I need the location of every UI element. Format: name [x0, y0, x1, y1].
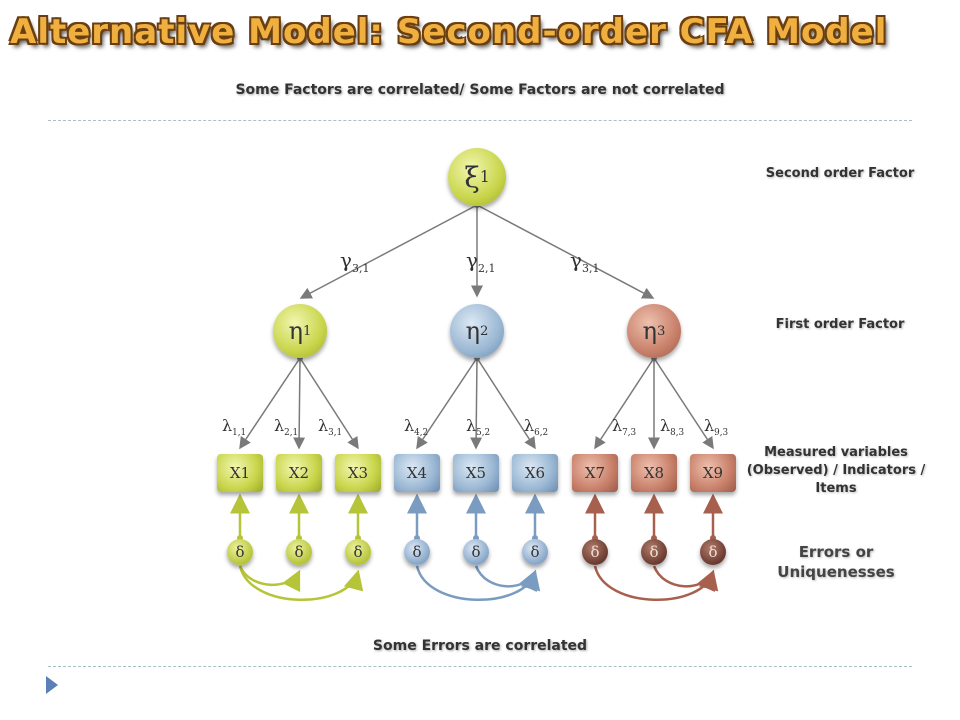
indicator-x3: X3 — [335, 454, 381, 492]
error-delta-4: δ — [404, 539, 430, 565]
bottom-divider — [48, 666, 912, 667]
gamma-label-3: γ3,1 — [570, 248, 600, 275]
error-delta-6: δ — [522, 539, 548, 565]
label-first-order-factor: First order Factor — [775, 317, 905, 332]
lambda-label-8: λ8,3 — [660, 416, 685, 439]
indicator-x8: X8 — [631, 454, 677, 492]
lambda-label-7: λ7,3 — [612, 416, 637, 439]
error-delta-7: δ — [582, 539, 608, 565]
top-divider — [48, 120, 912, 121]
label-measured-variables: Measured variables (Observed) / Indicato… — [746, 445, 926, 496]
indicator-x5: X5 — [453, 454, 499, 492]
lambda-label-4: λ4,2 — [404, 416, 429, 439]
footer-note: Some Errors are correlated — [372, 638, 588, 654]
error-delta-9: δ — [700, 539, 726, 565]
subtitle: Some Factors are correlated/ Some Factor… — [235, 82, 725, 98]
lambda-label-9: λ9,3 — [704, 416, 729, 439]
indicator-x6: X6 — [512, 454, 558, 492]
indicator-x1: X1 — [217, 454, 263, 492]
error-delta-3: δ — [345, 539, 371, 565]
error-delta-1: δ — [227, 539, 253, 565]
label-second-order-factor: Second order Factor — [765, 166, 915, 181]
indicator-x2: X2 — [276, 454, 322, 492]
error-delta-8: δ — [641, 539, 667, 565]
label-errors: Errors or Uniquenesses — [777, 543, 895, 581]
lambda-label-6: λ6,2 — [524, 416, 549, 439]
indicator-x7: X7 — [572, 454, 618, 492]
gamma-path-1 — [299, 204, 478, 299]
lambda-label-5: λ5,2 — [466, 416, 491, 439]
error-delta-2: δ — [286, 539, 312, 565]
gamma-path-3 — [476, 204, 655, 299]
indicator-x9: X9 — [690, 454, 736, 492]
page-title: Alternative Model: Second-order CFA Mode… — [10, 12, 888, 52]
lambda-label-2: λ2,1 — [274, 416, 299, 439]
gamma-label-2: γ2,1 — [466, 248, 496, 275]
indicator-x4: X4 — [394, 454, 440, 492]
lambda-label-3: λ3,1 — [318, 416, 343, 439]
next-slide-icon[interactable] — [46, 676, 58, 694]
lambda-label-1: λ1,1 — [222, 416, 247, 439]
gamma-label-1: γ3,1 — [340, 248, 370, 275]
error-delta-5: δ — [463, 539, 489, 565]
